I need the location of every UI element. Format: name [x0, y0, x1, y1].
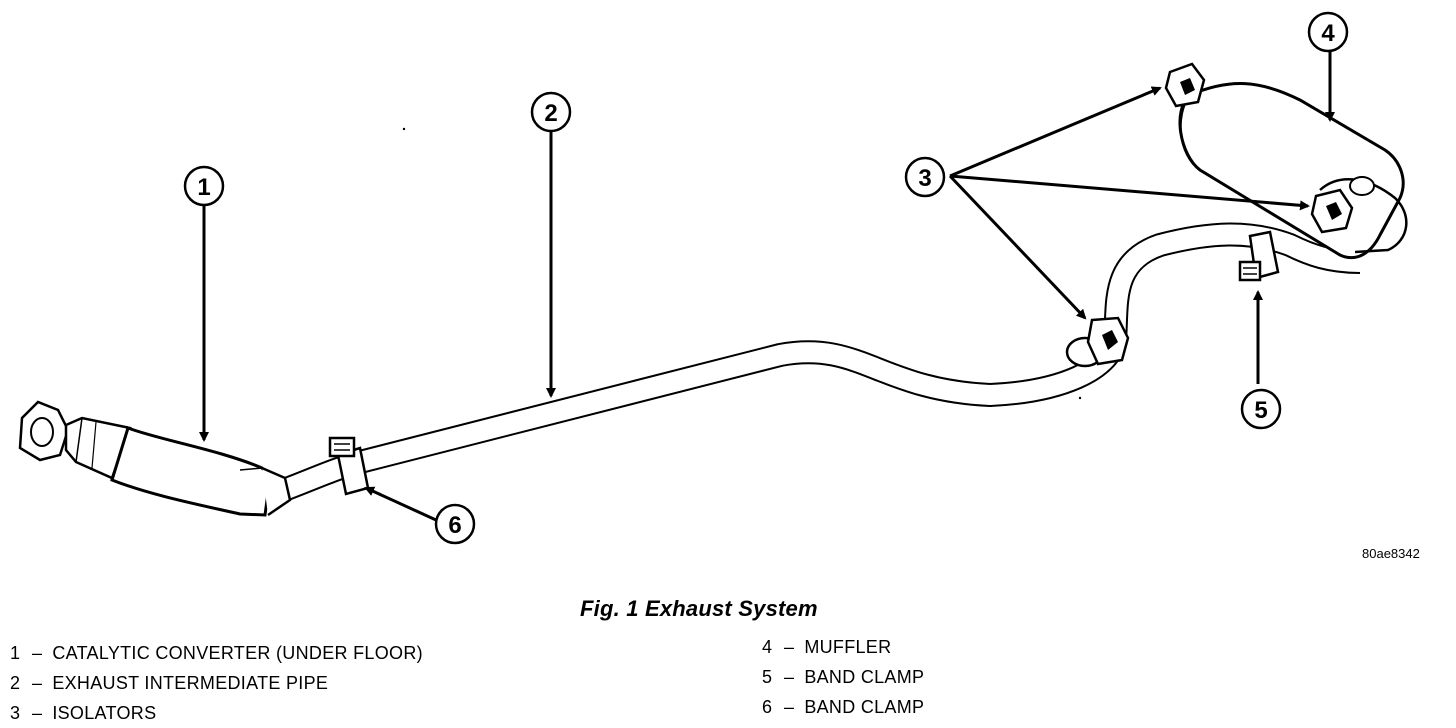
isolator-upper: [1164, 62, 1206, 108]
callout-4: 4: [1307, 11, 1349, 53]
legend-item: 3–ISOLATORS: [10, 698, 423, 728]
legend-number: 3: [10, 703, 21, 723]
callout-5: 5: [1240, 388, 1282, 430]
band-clamp-5: [1238, 230, 1280, 282]
arrow-3-middle: [949, 174, 1310, 211]
scan-speck: [1078, 396, 1082, 400]
figure-title: Fig. 1 Exhaust System: [580, 596, 818, 621]
arrow-3-lower: [948, 174, 1087, 320]
legend-dash: –: [32, 643, 43, 663]
callout-3-number: 3: [918, 165, 931, 192]
legend-item: 1–CATALYTIC CONVERTER (UNDER FLOOR): [10, 638, 423, 668]
callout-2: 2: [530, 91, 572, 133]
isolator-lower: [1065, 316, 1130, 368]
legend-dash: –: [784, 637, 795, 657]
catalytic-converter: [18, 400, 292, 517]
legend-label: CATALYTIC CONVERTER (UNDER FLOOR): [52, 643, 423, 663]
legend-number: 1: [10, 643, 21, 663]
legend-number: 5: [762, 667, 773, 687]
callout-5-number: 5: [1254, 397, 1267, 424]
scan-speck: [402, 127, 406, 131]
legend-label: MUFFLER: [804, 637, 892, 657]
legend-label: BAND CLAMP: [804, 667, 925, 687]
leader-arrows: [199, 52, 1335, 522]
callout-4-number: 4: [1321, 20, 1335, 47]
isolator-middle: [1310, 188, 1354, 234]
image-id: 80ae8342: [1362, 546, 1420, 561]
legend-number: 2: [10, 673, 21, 693]
legend-item: 6–BAND CLAMP: [762, 692, 924, 722]
legend-label: EXHAUST INTERMEDIATE PIPE: [52, 673, 329, 693]
arrow-6: [364, 486, 437, 522]
callout-6: 6: [434, 503, 476, 545]
legend-left-column: 1–CATALYTIC CONVERTER (UNDER FLOOR) 2–EX…: [10, 638, 423, 728]
legend-dash: –: [32, 703, 43, 723]
legend-dash: –: [784, 697, 795, 717]
legend-number: 6: [762, 697, 773, 717]
callout-6-number: 6: [448, 512, 461, 539]
legend-right-column: 4–MUFFLER 5–BAND CLAMP 6–BAND CLAMP: [762, 632, 924, 722]
callout-1: 1: [183, 165, 225, 207]
arrow-3-upper: [949, 86, 1162, 178]
legend-number: 4: [762, 637, 773, 657]
legend-item: 5–BAND CLAMP: [762, 662, 924, 692]
legend-item: 2–EXHAUST INTERMEDIATE PIPE: [10, 668, 423, 698]
callout-2-number: 2: [544, 100, 557, 127]
legend-dash: –: [32, 673, 43, 693]
exhaust-system-diagram: 1 2 3 4 5 6: [18, 11, 1408, 545]
exhaust-pipe: [266, 222, 1361, 507]
legend-label: BAND CLAMP: [804, 697, 925, 717]
callout-3: 3: [904, 156, 946, 198]
callout-1-number: 1: [197, 174, 210, 201]
legend-item: 4–MUFFLER: [762, 632, 924, 662]
legend-dash: –: [784, 667, 795, 687]
legend-label: ISOLATORS: [52, 703, 157, 723]
